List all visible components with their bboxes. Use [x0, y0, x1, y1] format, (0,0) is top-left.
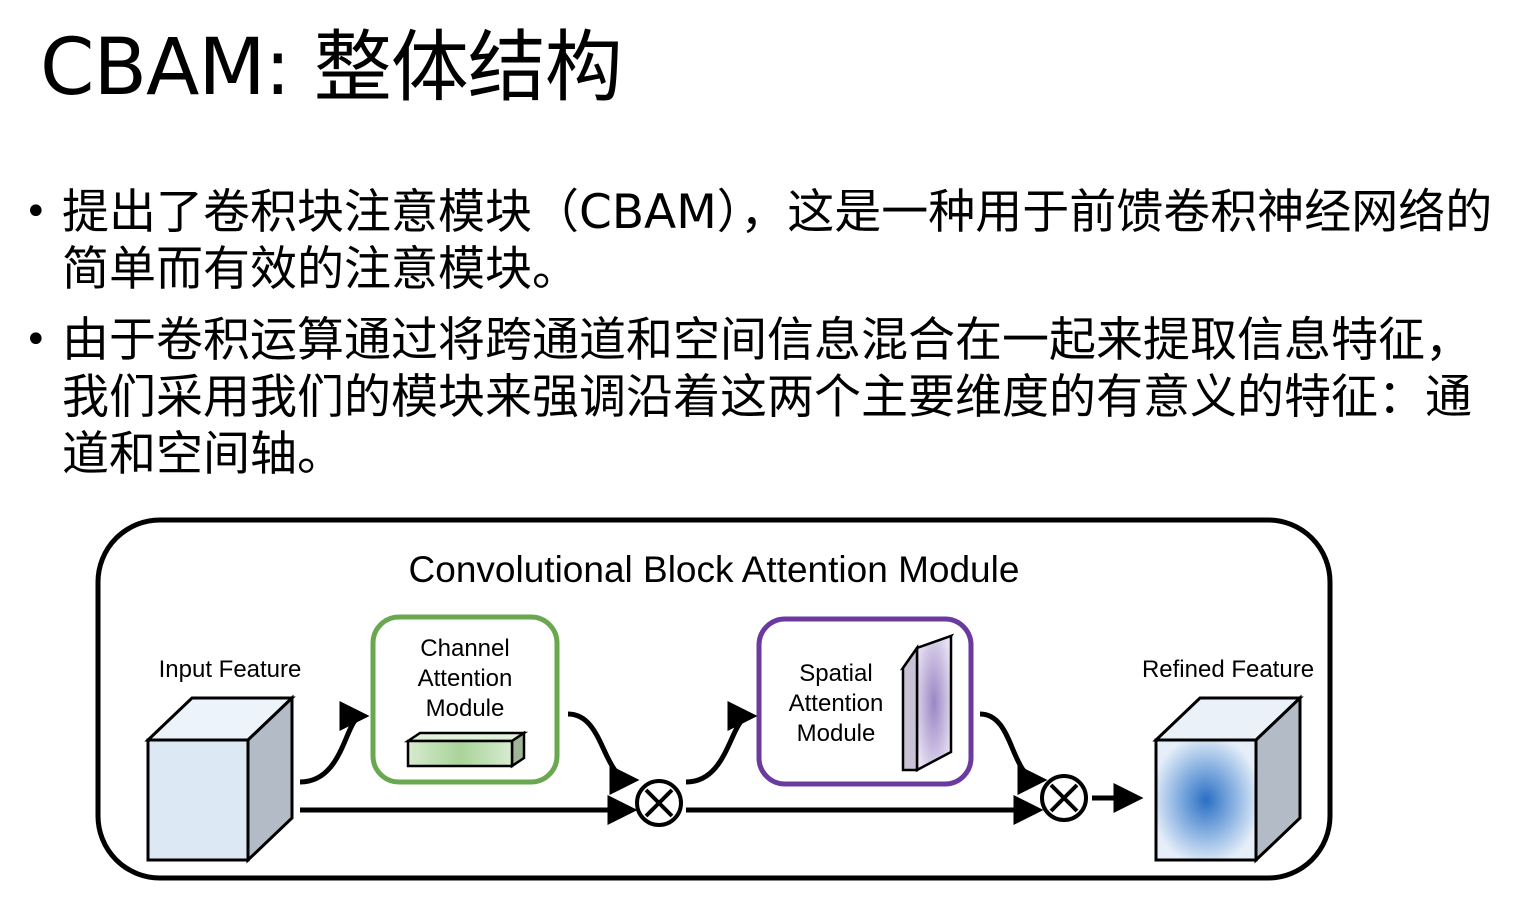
channel-module-line3: Module: [426, 695, 505, 722]
bullet-item: 提出了卷积块注意模块（CBAM），这是一种用于前馈卷积神经网络的简单而有效的注意…: [24, 184, 1514, 298]
bullet-item: 由于卷积运算通过将跨通道和空间信息混合在一起来提取信息特征，我们采用我们的模块来…: [24, 312, 1514, 483]
spatial-attention-map: [899, 633, 955, 773]
channel-attention-bar: [403, 730, 529, 769]
spatial-module-line1: Spatial: [799, 660, 872, 687]
diagram-title: Convolutional Block Attention Module: [409, 549, 1020, 590]
arrow-mult-to-spatial: [685, 701, 758, 785]
multiply-node-1: [635, 779, 683, 827]
bullet-list: 提出了卷积块注意模块（CBAM），这是一种用于前馈卷积神经网络的简单而有效的注意…: [24, 184, 1514, 497]
slide-title: CBAM: 整体结构: [40, 23, 623, 113]
spatial-module-line3: Module: [797, 720, 876, 747]
refined-feature-cube: [1152, 694, 1304, 864]
channel-module-line1: Channel: [420, 635, 509, 662]
input-feature-cube: [144, 694, 296, 864]
channel-module-line2: Attention: [418, 665, 513, 692]
arrow-channel-to-mult: [567, 711, 640, 795]
input-feature-label: Input Feature: [159, 656, 302, 683]
spatial-module-line2: Attention: [789, 690, 884, 717]
refined-feature-label: Refined Feature: [1142, 656, 1314, 683]
arrow-spatial-to-mult: [979, 711, 1048, 795]
arrow-input-to-channel: [299, 701, 370, 785]
multiply-node-2: [1040, 774, 1088, 822]
